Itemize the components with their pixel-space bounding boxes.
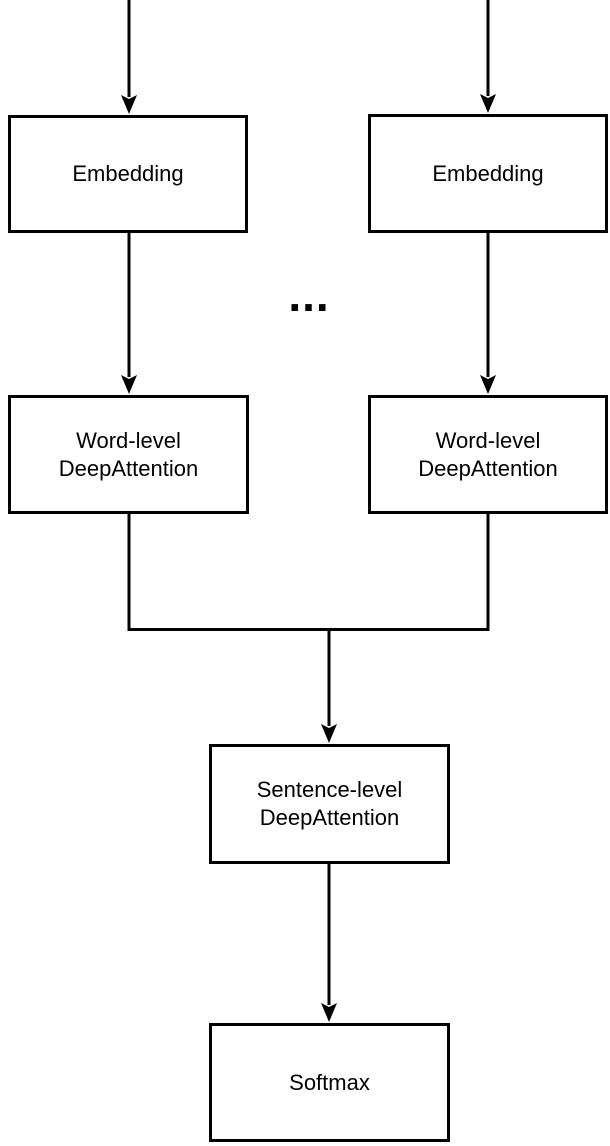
arrowhead-into-sentence	[321, 724, 337, 743]
arrowhead-into-embedding-left	[121, 95, 137, 114]
sentence-level-deepattention-label: Sentence-level DeepAttention	[256, 777, 403, 830]
word-level-deepattention-left-node: Word-level DeepAttention	[8, 395, 249, 514]
word-level-deepattention-right-node: Word-level DeepAttention	[368, 395, 608, 514]
embedding-right-node: Embedding	[368, 114, 608, 233]
arrowhead-into-embedding-right	[480, 94, 496, 113]
softmax-label: Softmax	[289, 1069, 370, 1095]
word-level-deepattention-right-label: Word-level DeepAttention	[418, 427, 558, 481]
edge-word-merge-rail	[127, 514, 490, 726]
softmax-node: Softmax	[209, 1023, 450, 1142]
embedding-left-label: Embedding	[72, 161, 184, 186]
ellipsis-between-columns: ...	[288, 269, 330, 321]
sentence-level-deepattention-node: Sentence-level DeepAttention	[209, 744, 450, 864]
arrowhead-into-word-right	[480, 375, 496, 394]
embedding-left-node: Embedding	[8, 115, 248, 233]
word-level-deepattention-left-label: Word-level DeepAttention	[58, 427, 199, 481]
embedding-right-label: Embedding	[432, 160, 544, 186]
arrowhead-into-word-left	[121, 375, 137, 394]
arrowhead-into-softmax	[321, 1003, 337, 1022]
